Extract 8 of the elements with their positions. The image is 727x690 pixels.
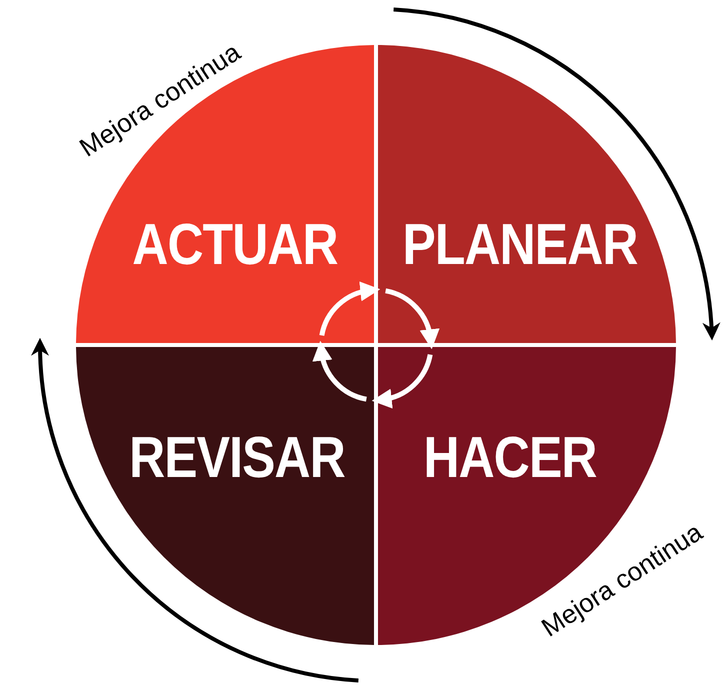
quadrant-title: REVISAR	[129, 429, 345, 487]
quadrant-title: HACER	[423, 429, 597, 487]
cycle-arrow	[313, 340, 367, 402]
cycle-arrow	[319, 282, 380, 336]
cycle-arrow	[372, 354, 433, 408]
quadrant-title: ACTUAR	[132, 216, 338, 274]
quadrant-title: PLANEAR	[402, 216, 638, 274]
cycle-arrow	[385, 288, 439, 350]
